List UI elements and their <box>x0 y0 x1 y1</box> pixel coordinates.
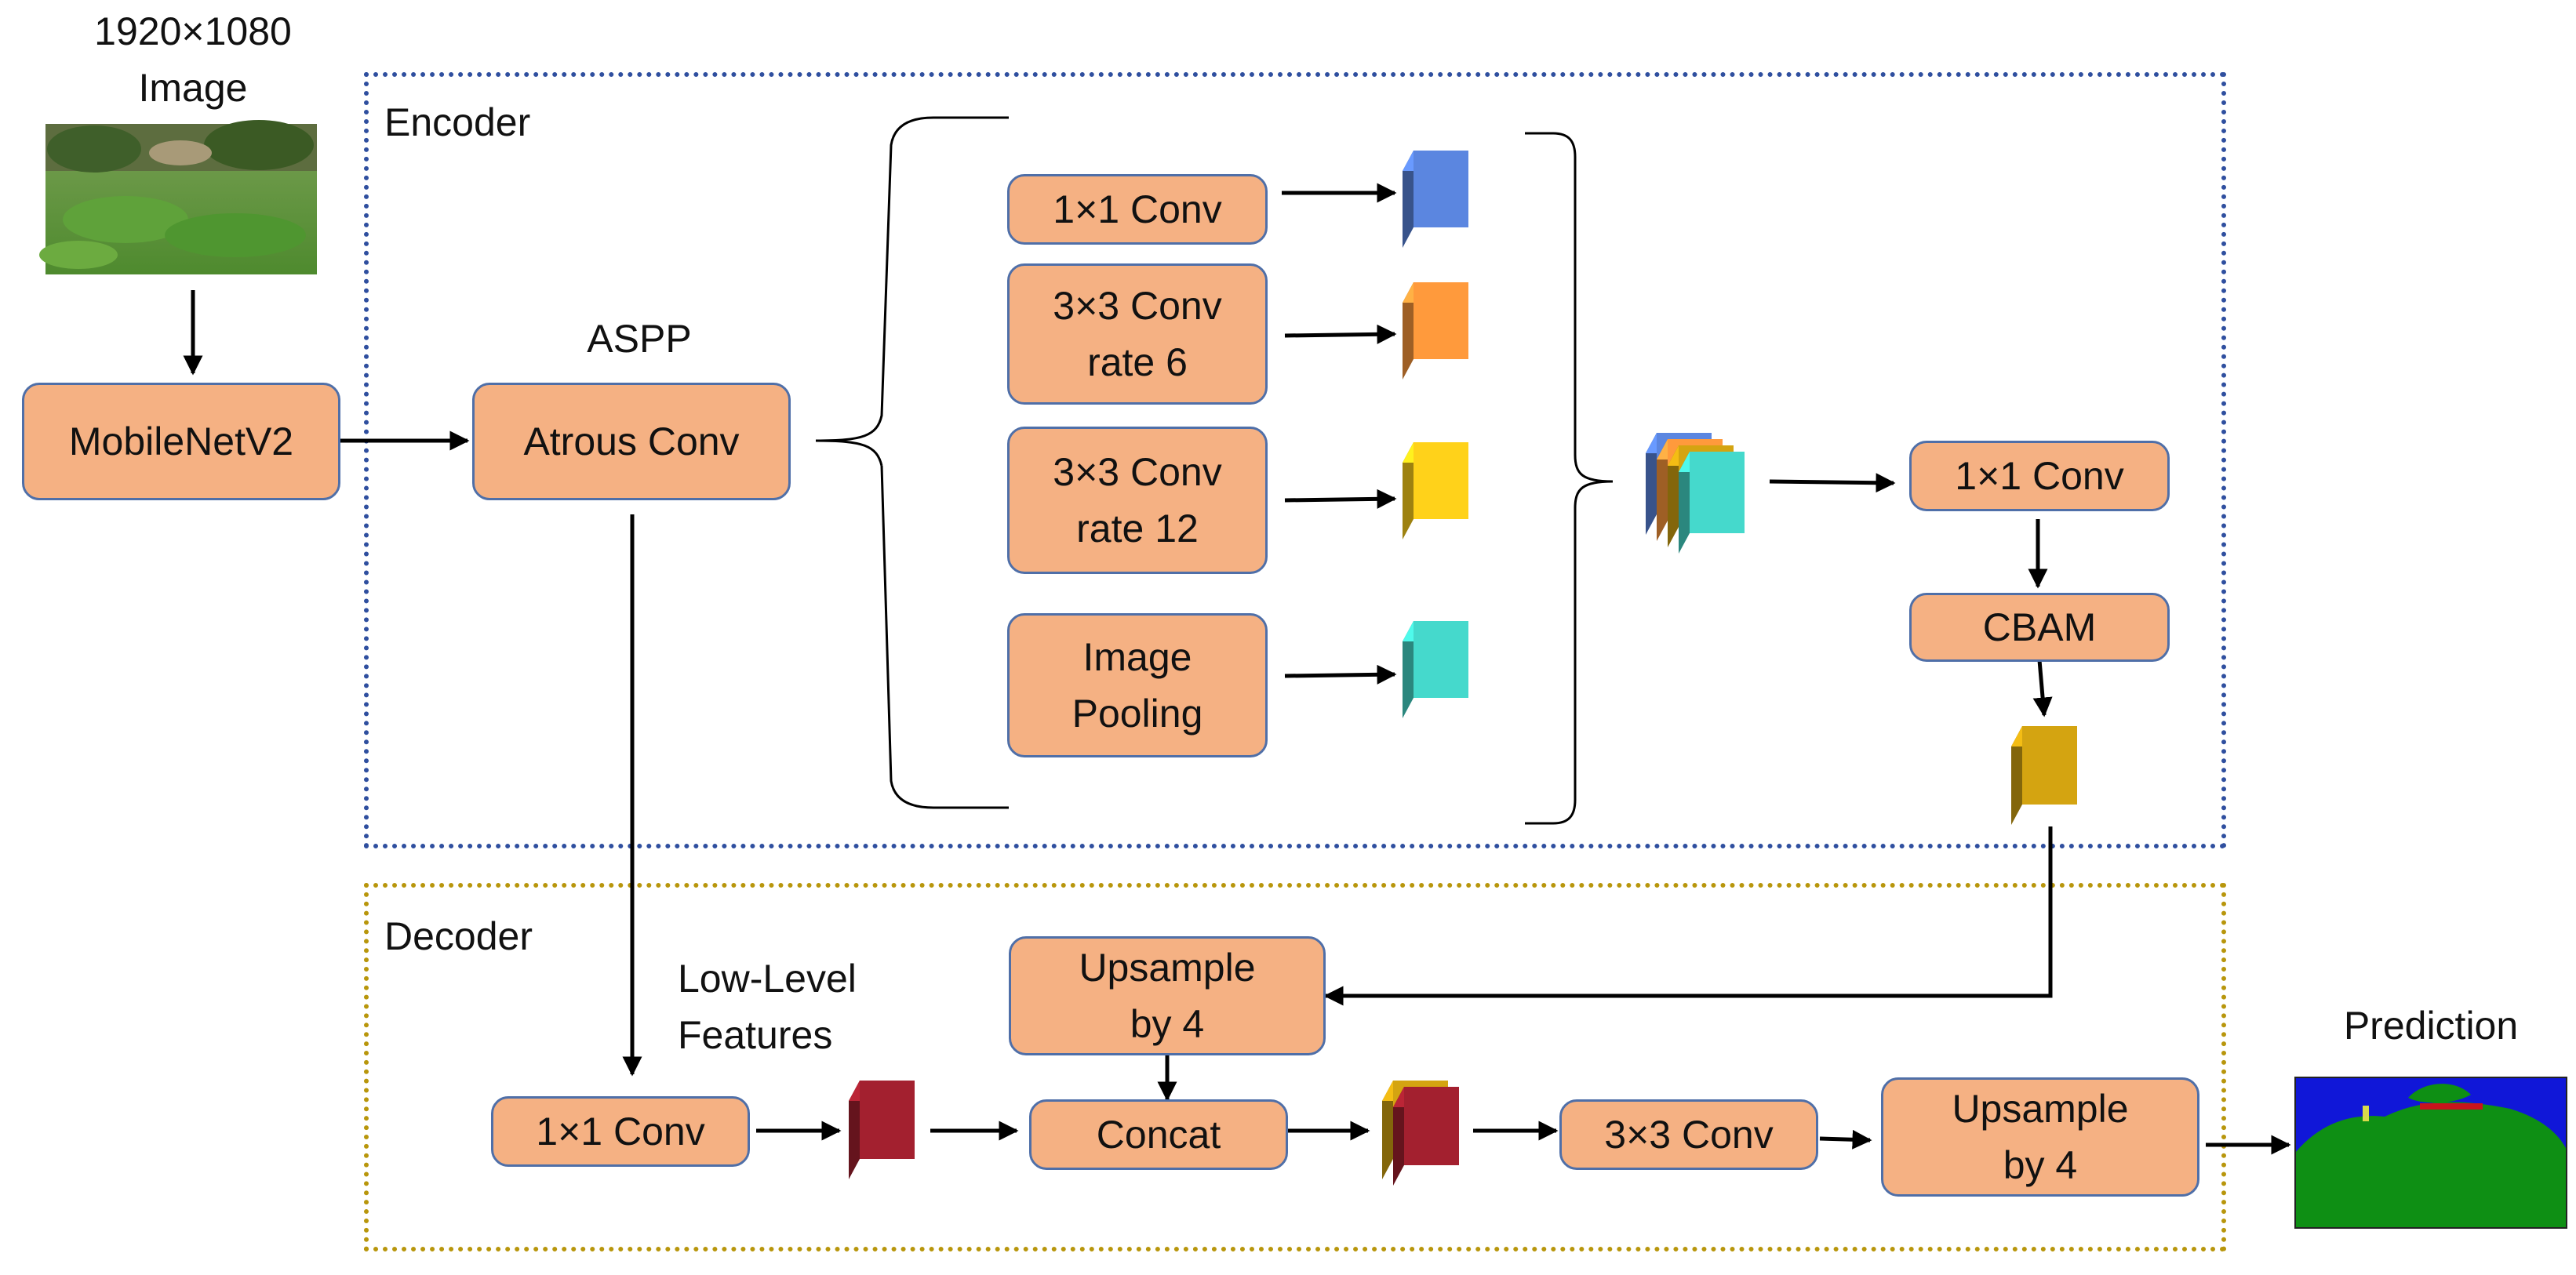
feature-cube-rate12-side <box>1403 442 1414 539</box>
prediction-label: Prediction <box>2343 1004 2519 1048</box>
aspp-label: ASPP <box>587 317 692 361</box>
encoder-region <box>364 72 2226 848</box>
feature-cube-lowlevel-front <box>860 1081 915 1159</box>
feature-cube-rate6-side <box>1403 282 1414 380</box>
post-aspp-conv1x1-box: 1×1 Conv <box>1909 441 2170 511</box>
arrow-cbam-to-cube <box>2032 659 2053 717</box>
feature-cube-lowlevel-side <box>849 1081 860 1179</box>
decoder-stack-red-front <box>1404 1087 1459 1165</box>
decoder-conv3x3-box: 3×3 Conv <box>1559 1099 1818 1170</box>
aspp-image-pooling-box: Image Pooling <box>1007 613 1268 757</box>
input-image-thumbnail <box>39 120 317 274</box>
feature-cube-pooling-front <box>1414 621 1468 698</box>
feature-cube-pooling-side <box>1403 621 1414 718</box>
aspp-conv3x3-rate6-box: 3×3 Conv rate 6 <box>1007 263 1268 405</box>
stack-cube-cyan-front <box>1690 452 1745 533</box>
stack-cube-gold-side <box>1668 445 1679 547</box>
mobilenetv2-box: MobileNetV2 <box>22 383 340 500</box>
aspp-conv3x3-rate12-box: 3×3 Conv rate 12 <box>1007 427 1268 574</box>
stack-cube-orange-side <box>1657 439 1668 541</box>
feature-cube-conv1x1-side <box>1403 151 1414 248</box>
aspp-conv1x1-box: 1×1 Conv <box>1007 174 1268 245</box>
concat-box: Concat <box>1029 1099 1288 1170</box>
encoder-label: Encoder <box>384 100 531 144</box>
arrow-r6-to-cube <box>1284 324 1397 344</box>
prediction-segmentation-map <box>2294 1077 2567 1229</box>
lowlevel-conv1x1-box: 1×1 Conv <box>491 1096 750 1167</box>
decoder-stack-red-side <box>1393 1087 1404 1186</box>
arrow-stack-to-conv1x1 <box>1769 473 1896 493</box>
feature-cube-cbam-side <box>2011 726 2022 825</box>
aspp-close-brace <box>1525 132 1614 825</box>
feature-cube-rate6-front <box>1414 282 1468 359</box>
arrow-pool-to-cube <box>1284 664 1397 685</box>
feature-cube-rate12-front <box>1414 442 1468 519</box>
decoder-label: Decoder <box>384 914 533 958</box>
low-level-features-label: Low-Level Features <box>678 957 857 1057</box>
input-image-title: 1920×1080 Image <box>94 9 292 110</box>
stack-cube-cyan-side <box>1679 452 1690 554</box>
decoder-stack-gold-side <box>1382 1081 1393 1179</box>
arrow-cbam-to-upsample <box>1323 826 2053 1006</box>
cbam-box: CBAM <box>1909 593 2170 662</box>
aspp-open-brace <box>815 116 1009 809</box>
feature-cube-cbam-front <box>2022 726 2077 805</box>
upsample-by4-encoder-box: Upsample by 4 <box>1009 936 1326 1055</box>
decoder-region <box>364 883 2226 1251</box>
arrow-r12-to-cube <box>1284 489 1397 509</box>
stack-cube-blue-side <box>1646 433 1657 535</box>
feature-cube-conv1x1-front <box>1414 151 1468 227</box>
atrous-conv-box: Atrous Conv <box>472 383 791 500</box>
upsample-by4-decoder-box: Upsample by 4 <box>1881 1077 2199 1197</box>
arrow-conv3x3-to-up2 <box>1819 1129 1872 1150</box>
